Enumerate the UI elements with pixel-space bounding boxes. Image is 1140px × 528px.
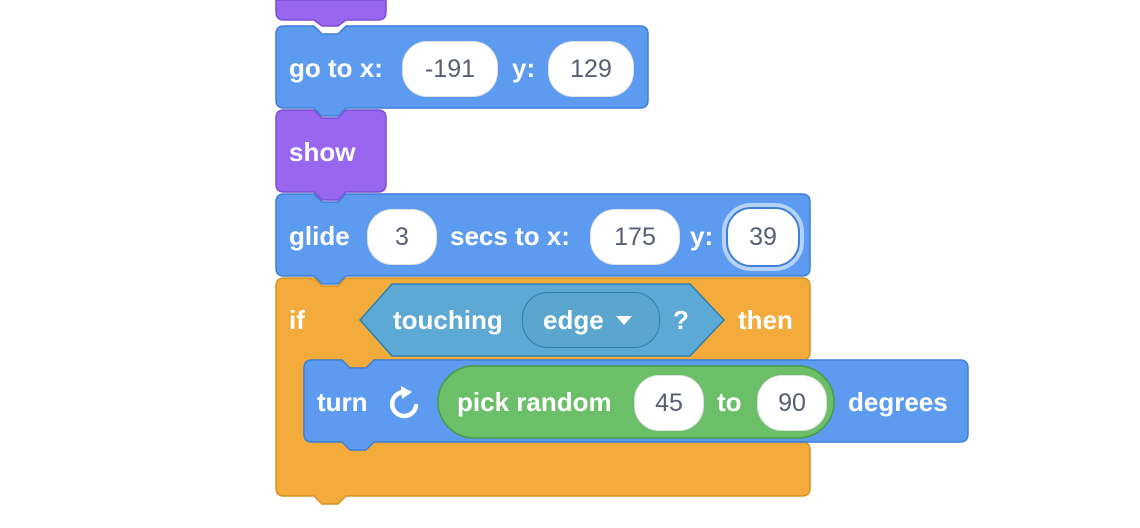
- if-label: if: [289, 305, 305, 335]
- goto-y-input[interactable]: 129: [548, 41, 634, 97]
- touching-label: touching: [393, 305, 503, 335]
- if-then-label: then: [738, 305, 793, 335]
- goto-y-label: y:: [512, 53, 536, 83]
- looks-block-partial[interactable]: [275, 0, 387, 27]
- chevron-down-icon: [615, 315, 632, 325]
- glide-x-input[interactable]: 175: [590, 209, 680, 265]
- touching-menu-value: edge: [543, 304, 604, 335]
- random-from-input[interactable]: 45: [634, 375, 704, 431]
- touching-question-label: ?: [673, 305, 689, 335]
- goto-label: go to x:: [289, 53, 383, 83]
- turn-unit-label: degrees: [848, 387, 948, 417]
- turn-right-icon: [389, 386, 419, 419]
- turn-label: turn: [317, 387, 368, 417]
- glide-y-input[interactable]: 39: [726, 207, 800, 267]
- glide-secs-input[interactable]: 3: [367, 209, 437, 265]
- random-to-input[interactable]: 90: [757, 375, 827, 431]
- show-block[interactable]: [275, 109, 387, 201]
- glide-secs-label: secs to x:: [450, 221, 570, 251]
- glide-label: glide: [289, 221, 350, 251]
- show-label: show: [289, 137, 356, 167]
- glide-y-label: y:: [690, 221, 714, 251]
- random-to-label: to: [717, 387, 742, 417]
- pick-random-label: pick random: [457, 387, 612, 417]
- touching-menu-dropdown[interactable]: edge: [522, 292, 660, 348]
- goto-x-input[interactable]: -191: [402, 41, 498, 97]
